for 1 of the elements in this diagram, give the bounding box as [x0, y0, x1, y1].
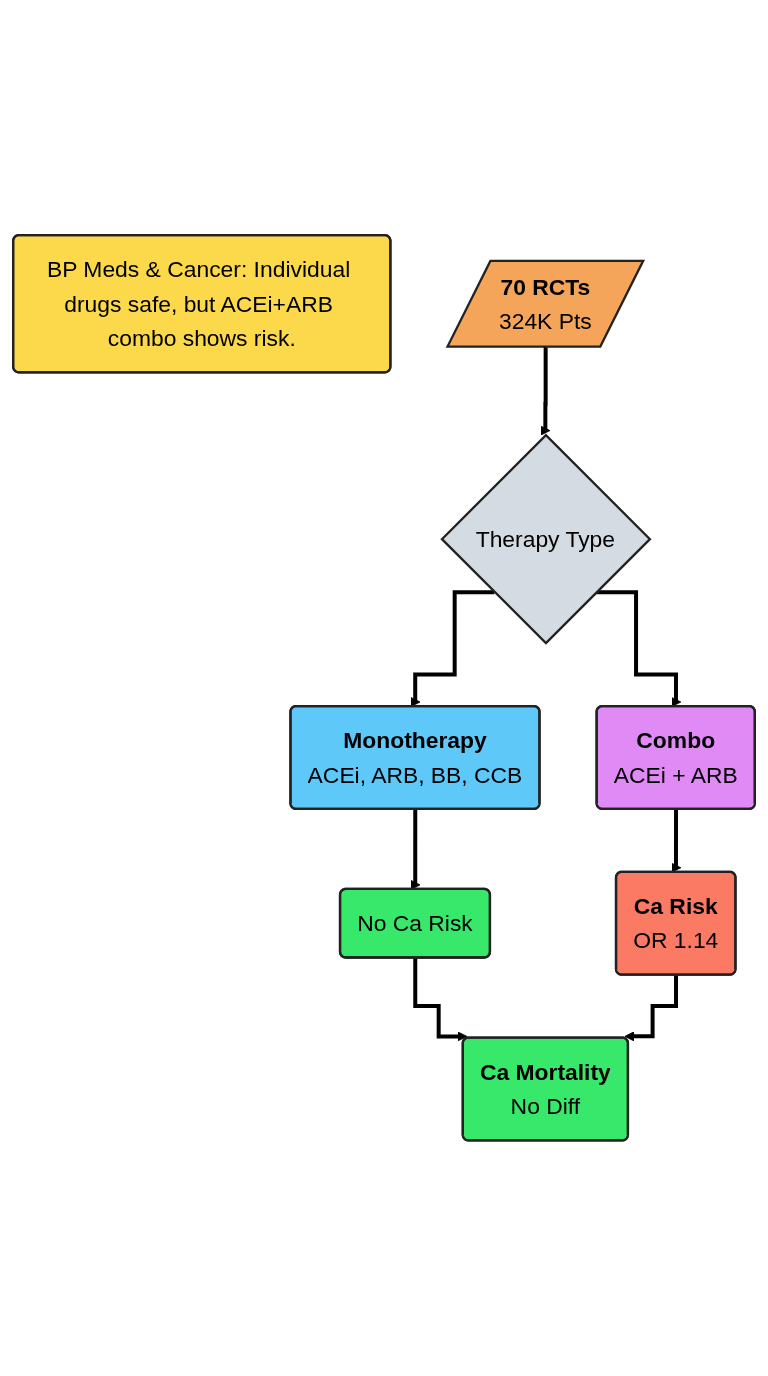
node-diamond: Therapy Type [440, 433, 652, 645]
